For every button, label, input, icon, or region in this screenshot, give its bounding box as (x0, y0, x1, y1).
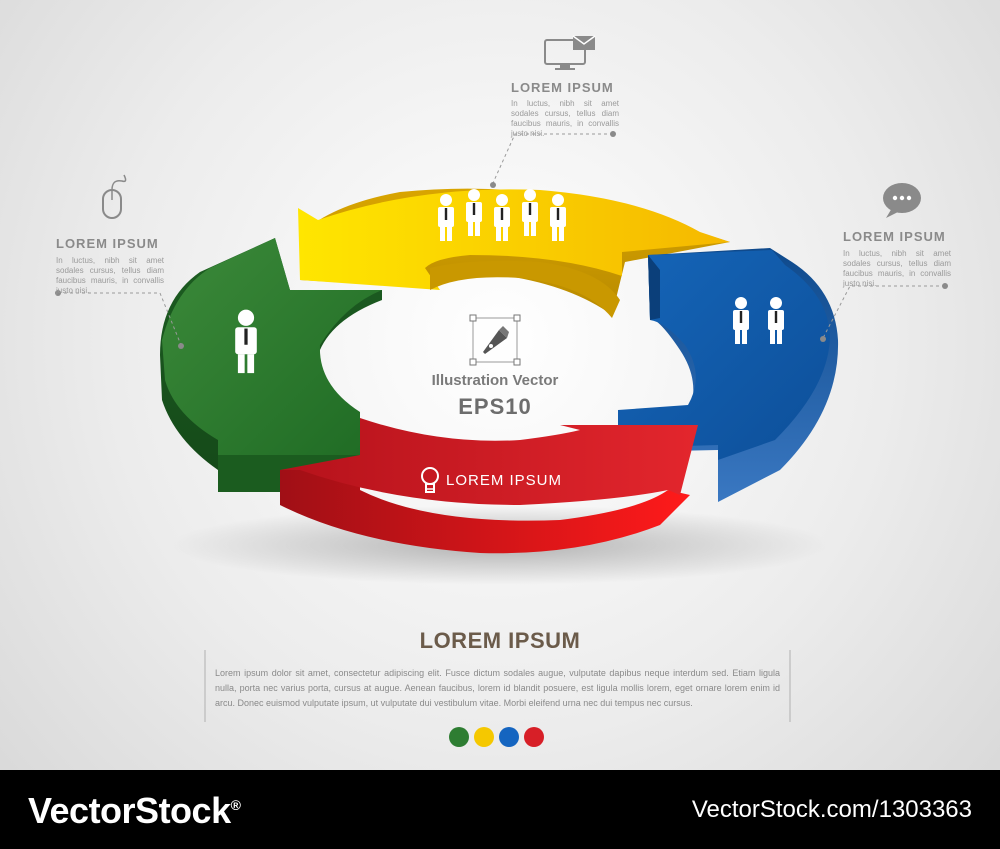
monitor-mail-icon (544, 35, 596, 70)
footer-brand: VectorStock® (28, 790, 241, 831)
color-dot-green (449, 727, 469, 747)
yellow-arrow (298, 188, 730, 318)
pen-tool-icon (469, 314, 521, 366)
chat-bubble-icon (883, 183, 921, 218)
color-dot-red (524, 727, 544, 747)
connector-dots (55, 131, 948, 349)
infographic: LOREM IPSUM In luctus, nibh sit amet sod… (55, 35, 951, 747)
color-dot-blue (499, 727, 519, 747)
center-label-line2: EPS10 (458, 394, 532, 419)
lightbulb-icon (421, 467, 439, 493)
footer-bar: VectorStock® VectorStock.com/1303363 (0, 770, 1000, 849)
footer-stock-id: VectorStock.com/1303363 (691, 796, 972, 823)
red-arrow-label: LOREM IPSUM (446, 472, 563, 489)
callout-right-title: LOREM IPSUM (843, 229, 946, 244)
cycle-diagram (55, 35, 948, 722)
callout-top-body: In luctus, nibh sit amet sodales cursus,… (511, 99, 619, 138)
callout-right-body: In luctus, nibh sit amet sodales cursus,… (843, 249, 951, 288)
main-title: LOREM IPSUM (419, 628, 581, 653)
center-label-line1: Illustration Vector (431, 372, 559, 389)
mouse-icon (102, 174, 127, 219)
callout-left-title: LOREM IPSUM (56, 236, 159, 251)
color-dot-yellow (474, 727, 494, 747)
callout-left-body: In luctus, nibh sit amet sodales cursus,… (56, 256, 164, 295)
callout-top-title: LOREM IPSUM (511, 80, 614, 95)
red-arrow (280, 418, 698, 554)
main-body: Lorem ipsum dolor sit amet, consectetur … (215, 668, 780, 708)
connector-lines (58, 133, 945, 346)
